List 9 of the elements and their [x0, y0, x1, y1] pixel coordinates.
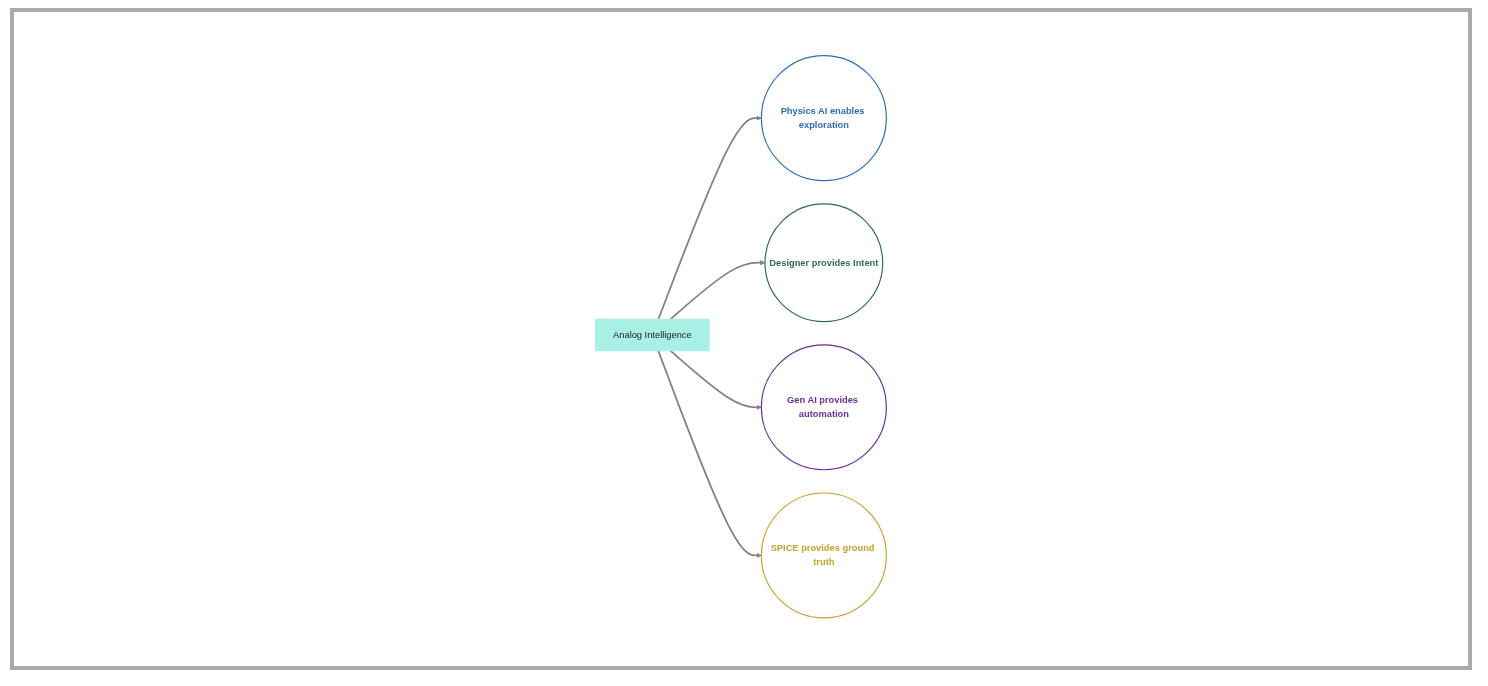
arrow: [669, 350, 762, 411]
node-circle: Designer provides Intent: [764, 203, 884, 323]
node-circle: SPICE provides ground truth: [760, 492, 887, 619]
arrow: [657, 115, 762, 321]
node-circle: Physics AI enables exploration: [760, 55, 887, 182]
node-circle: Gen AI provides automation: [760, 344, 887, 471]
node-box: Analog Intelligence: [595, 318, 710, 352]
arrow: [657, 350, 762, 559]
arrow: [669, 260, 766, 321]
